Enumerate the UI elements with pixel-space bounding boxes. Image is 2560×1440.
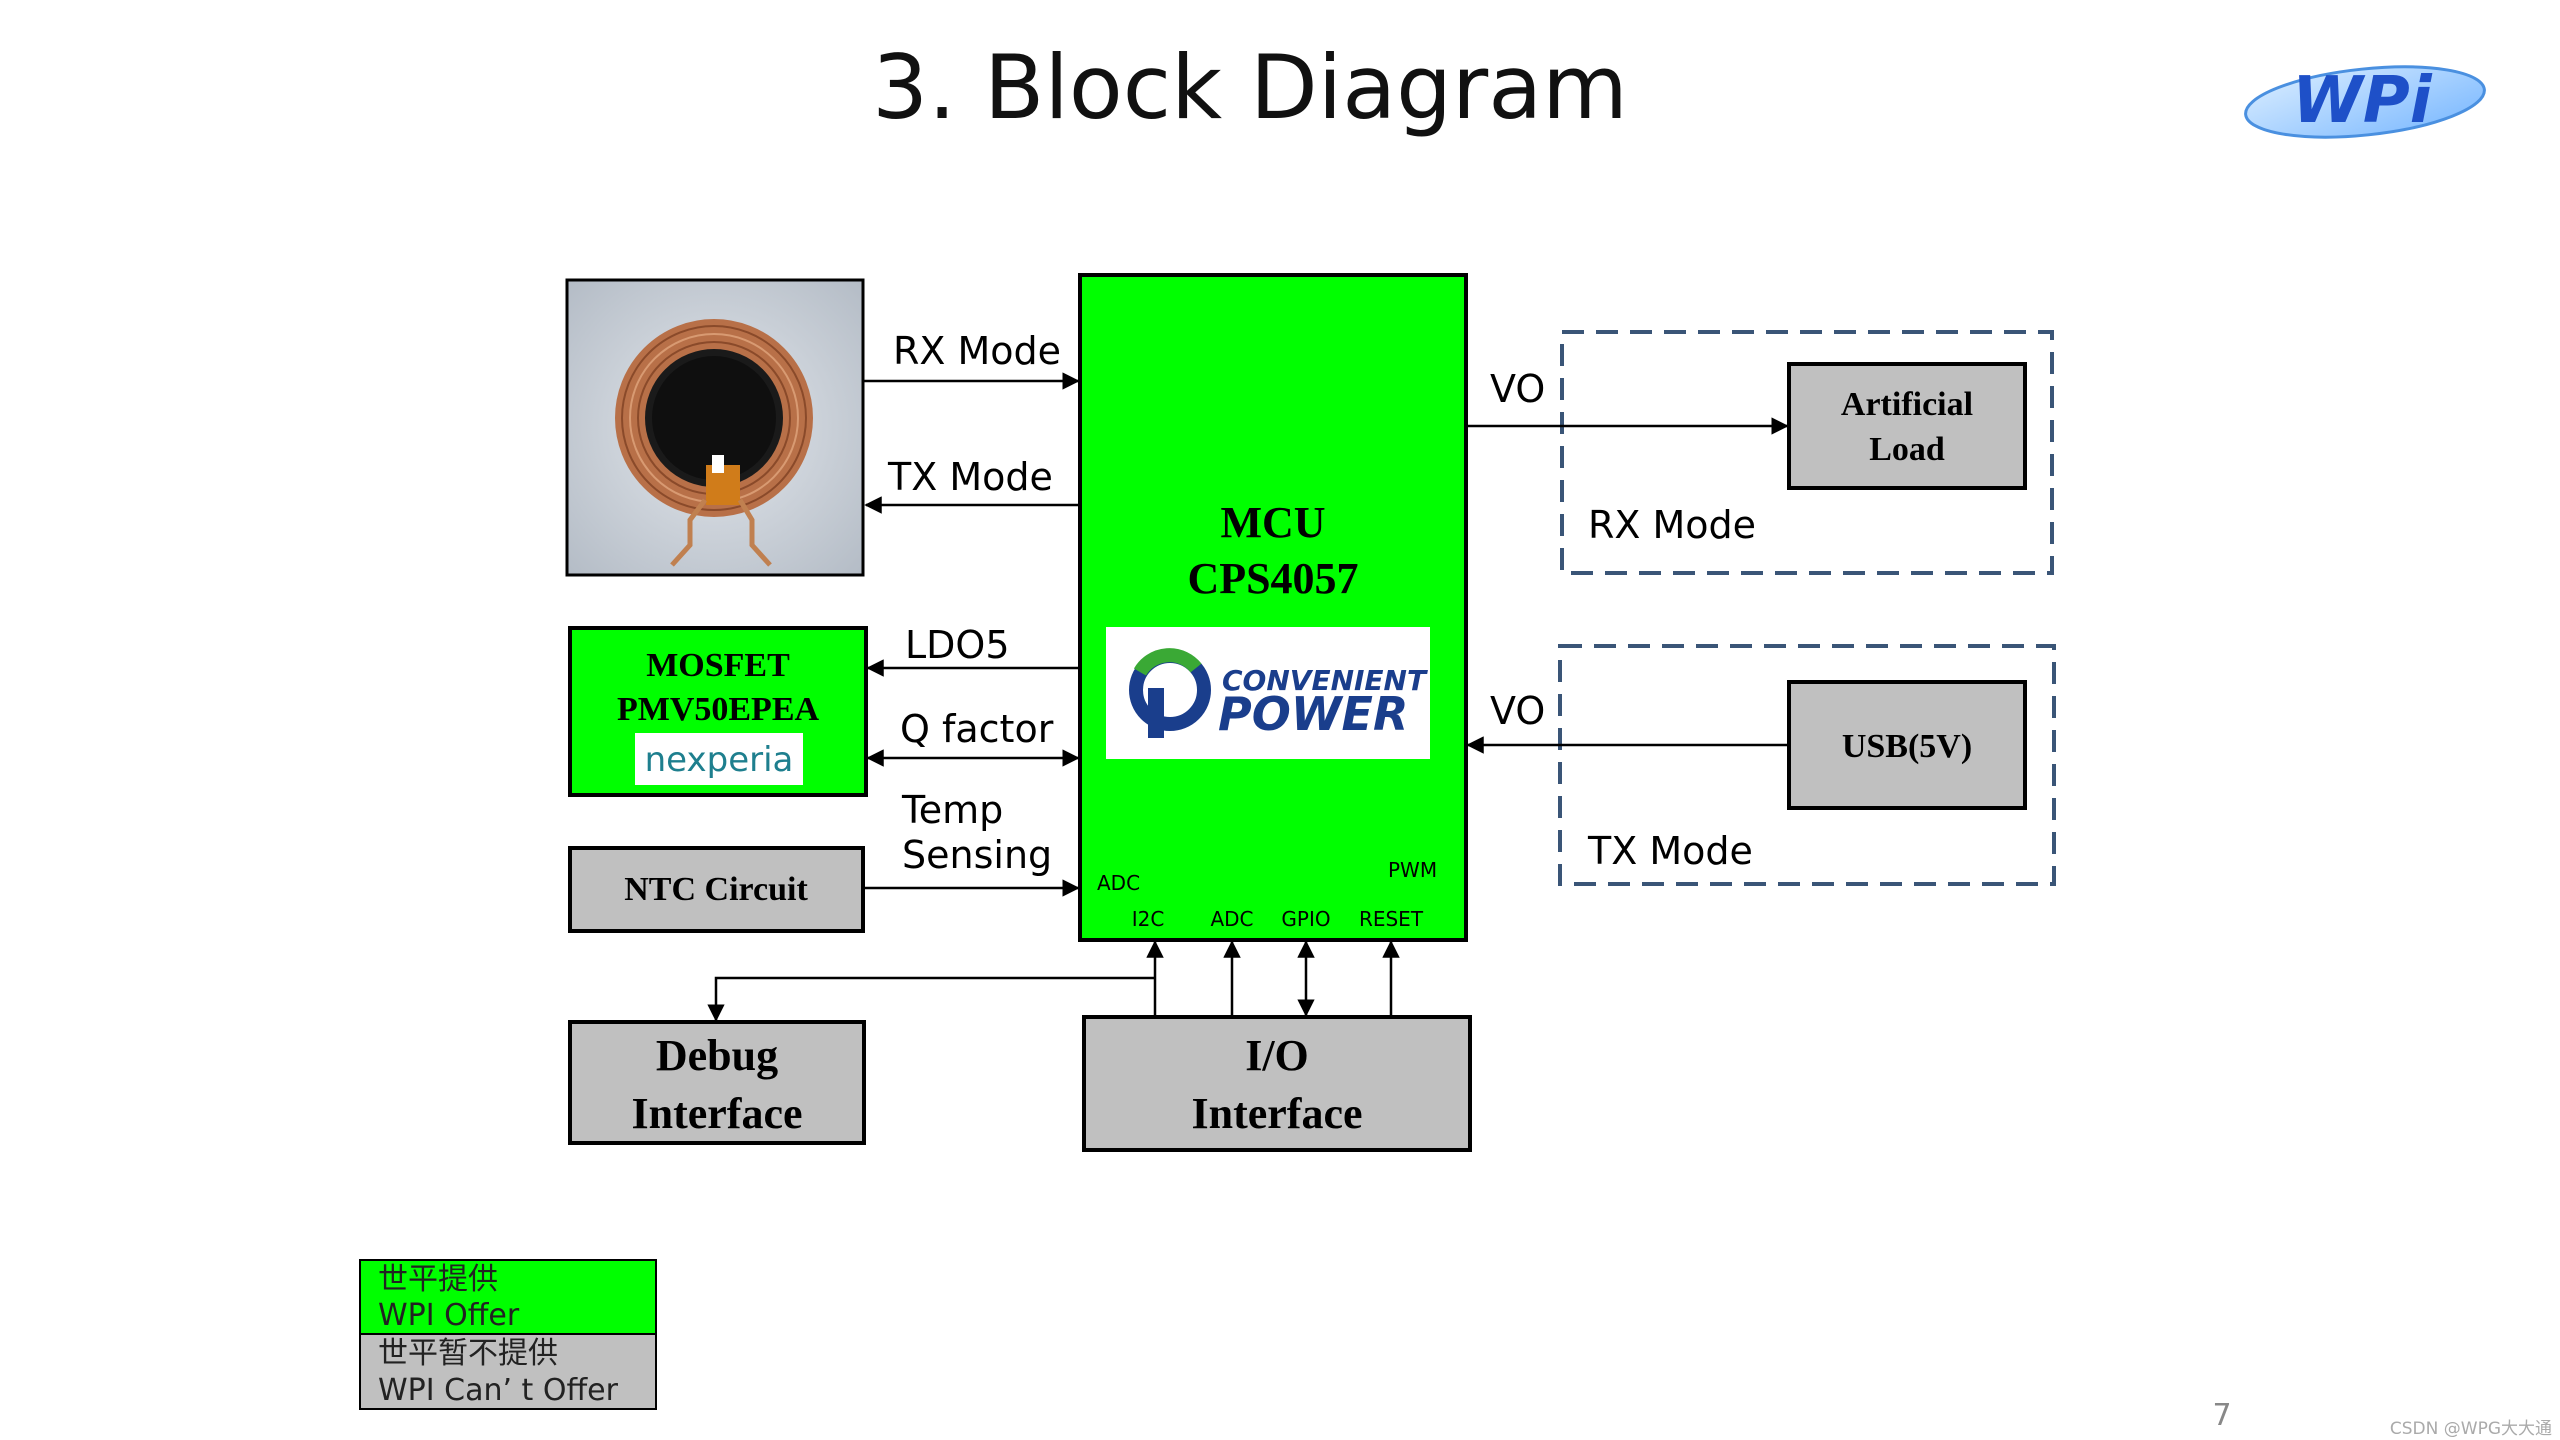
- wpi-logo: WPi: [2244, 64, 2486, 139]
- pin-pwm: PWM: [1388, 858, 1437, 882]
- io-label-line2: Interface: [1191, 1089, 1362, 1138]
- pin-adc-left: ADC: [1097, 871, 1140, 895]
- convenient-logo-bottom: POWER: [1218, 687, 1408, 741]
- pin-adc: ADC: [1210, 907, 1253, 931]
- debug-connector: [707, 976, 1155, 1022]
- ntc-label: NTC Circuit: [624, 871, 808, 908]
- debug-interface-block: Debug Interface: [568, 1020, 866, 1145]
- vo-bottom-label: VO: [1490, 689, 1545, 733]
- mcu-part-number: CPS4057: [1187, 554, 1358, 603]
- mosfet-block: MOSFET PMV50EPEA nexperia: [568, 626, 868, 797]
- convenient-power-logo: CONVENIENT POWER: [1106, 627, 1430, 759]
- vo-top-label: VO: [1490, 367, 1545, 411]
- legend-cant-swatch: [359, 1333, 657, 1410]
- debug-label-line1: Debug: [656, 1031, 778, 1080]
- temp-sensing-label-line2: Sensing: [902, 833, 1052, 877]
- rx-mode-group: Artificial Load RX Mode: [1560, 330, 2054, 575]
- tx-mode-group: USB(5V) TX Mode: [1558, 644, 2056, 886]
- legend-offer-swatch: [359, 1259, 657, 1335]
- ntc-circuit-block: NTC Circuit: [568, 846, 865, 933]
- mosfet-label: MOSFET: [646, 647, 790, 684]
- legend-offer-cn: 世平提供: [378, 1262, 498, 1297]
- mcu-block: MCU CPS4057 CONVENIENT POWER ADC PWM I2C…: [1078, 273, 1468, 942]
- mcu-label: MCU: [1220, 498, 1325, 547]
- mosfet-part-number: PMV50EPEA: [617, 691, 820, 728]
- slide-title: 3. Block Diagram: [872, 36, 1628, 139]
- usb-label: USB(5V): [1842, 728, 1972, 765]
- rx-mode-signal-label: RX Mode: [893, 329, 1061, 373]
- debug-label-line2: Interface: [631, 1089, 802, 1138]
- legend-offer-en: WPI Offer: [378, 1298, 520, 1333]
- rx-mode-group-label: RX Mode: [1588, 503, 1756, 547]
- temp-sensing-label-line1: Temp: [901, 788, 1003, 832]
- ldo5-signal-label: LDO5: [905, 623, 1010, 667]
- wpi-logo-text: WPi: [2292, 64, 2433, 138]
- coil-photo: [565, 278, 865, 577]
- csdn-watermark: CSDN @WPG大大通: [2390, 1419, 2552, 1439]
- artificial-load-line2: Load: [1869, 431, 1945, 468]
- pin-gpio: GPIO: [1281, 907, 1330, 931]
- legend-cant-cn: 世平暂不提供: [378, 1336, 558, 1371]
- nexperia-logo: nexperia: [635, 733, 803, 785]
- connectors: [707, 372, 1789, 1022]
- nexperia-logo-text: nexperia: [645, 740, 794, 780]
- pin-reset: RESET: [1359, 907, 1424, 931]
- pin-i2c: I2C: [1132, 907, 1165, 931]
- page-number: 7: [2212, 1398, 2231, 1433]
- convenient-logo-top: CONVENIENT: [1222, 664, 1428, 697]
- legend-cant-en: WPI Can’ t Offer: [378, 1373, 619, 1408]
- legend: 世平提供 WPI Offer 世平暂不提供 WPI Can’ t Offer: [359, 1259, 657, 1410]
- q-factor-signal-label: Q factor: [900, 707, 1054, 751]
- io-label-line1: I/O: [1245, 1031, 1309, 1080]
- io-interface-block: I/O Interface: [1082, 1015, 1472, 1152]
- artificial-load-line1: Artificial: [1841, 386, 1973, 423]
- tx-mode-signal-label: TX Mode: [887, 455, 1053, 499]
- tx-mode-group-label: TX Mode: [1587, 829, 1753, 873]
